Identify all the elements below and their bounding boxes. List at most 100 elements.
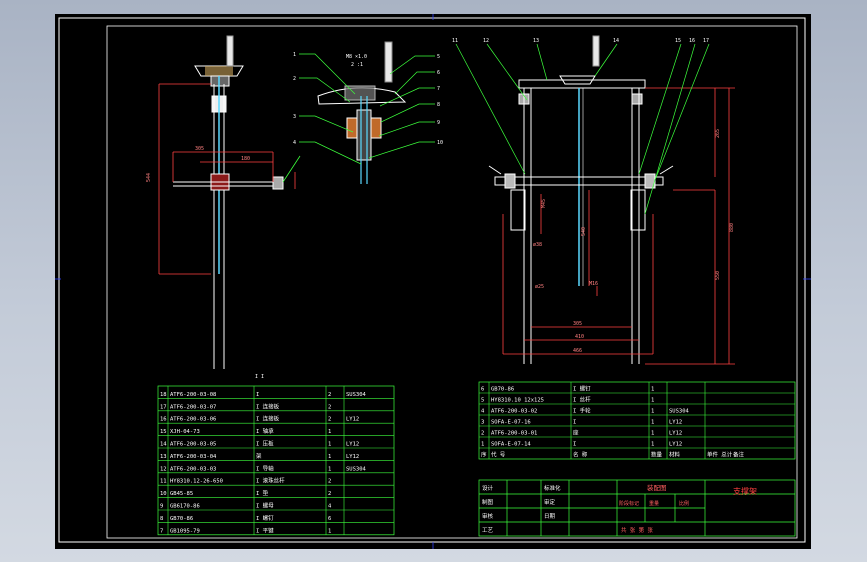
bom-right-cell-qty: 1 — [651, 420, 654, 426]
tb-approve-label: 审定 — [544, 498, 556, 506]
bom-left-cell-name: I — [256, 392, 259, 398]
bom-left-cell-no: 15 — [160, 429, 167, 435]
bom-right-header-cell: 材料 — [669, 451, 681, 459]
bom-left-cell-qty: 6 — [328, 516, 331, 522]
crank-handle-detail — [384, 41, 393, 83]
bom-left-cell-code: ATF6-200-03-05 — [170, 442, 216, 448]
bom-right-cell-code: ATF6-200-03-01 — [491, 431, 537, 437]
bom-right-header-cell: 名 称 — [573, 451, 588, 459]
bom-right-cell-no: 2 — [481, 431, 484, 437]
bom-right-cell-name: I 螺钉 — [573, 385, 591, 393]
bom-right-cell-no: 5 — [481, 398, 484, 404]
bom-left-cell-name: I 平键 — [256, 526, 274, 534]
bom-left-cell-mat: SUS304 — [346, 466, 367, 472]
bom-right-cell-name: I 丝杆 — [573, 396, 591, 404]
callout-5: 5 — [437, 54, 440, 60]
top-plate — [518, 79, 646, 89]
dim-265-text: 265 — [715, 129, 721, 138]
tb-weight-label: 重量 — [649, 500, 659, 507]
leader-11 — [455, 43, 526, 175]
bom-left-cell-no: 8 — [160, 516, 163, 522]
bom-right-cell-code: SOFA-E-07-14 — [491, 442, 531, 448]
bom-left-cell-qty: 2 — [328, 417, 331, 423]
dim-m16-text: M16 — [589, 281, 598, 287]
bom-left-cell-qty: 2 — [328, 491, 331, 497]
bom-right-cell-code: SOFA-E-07-16 — [491, 420, 531, 426]
bom-right-header-cell: 单件 总计 — [707, 451, 733, 459]
tb-checker-label: 审核 — [482, 512, 494, 520]
crank-handle-side — [592, 35, 600, 67]
bom-right-header-cell: 数量 — [651, 451, 663, 459]
callout-17: 17 — [703, 38, 709, 44]
bom-left-cell-code: ATF6-200-03-06 — [170, 417, 216, 423]
sleeve-detail — [356, 109, 372, 161]
handwheel-hub-front — [205, 66, 233, 76]
tb-scale-label: 比例 — [679, 500, 689, 507]
bom-left-cell-qty: 1 — [328, 466, 331, 472]
bom-left-cell-code: XJH-04-73 — [170, 429, 200, 435]
callout-16: 16 — [689, 38, 695, 44]
front-view: 305 180 544 I I — [146, 35, 301, 380]
bom-left-cell-qty: 1 — [328, 528, 331, 534]
callout-4: 4 — [293, 140, 296, 146]
bom-right-cell-qty: 1 — [651, 442, 654, 448]
drawing-title: 支撑架 — [733, 486, 757, 496]
detail-scale-label: 2 :1 — [351, 62, 363, 68]
callout-9: 9 — [437, 120, 440, 126]
bom-left-cell-qty: 2 — [328, 479, 331, 485]
leader-1 — [299, 53, 356, 95]
callout-2: 2 — [293, 76, 296, 82]
bom-left-cell-mat: LY12 — [346, 454, 359, 460]
callout-12: 12 — [483, 38, 489, 44]
bom-right-cell-qty: 1 — [651, 398, 654, 404]
sleeve-left — [510, 189, 526, 231]
bom-left-cell-no: 7 — [160, 528, 163, 534]
bom-right-cell-code: GB70-86 — [491, 387, 514, 393]
bom-left-cell-name: I 轴承 — [256, 427, 274, 435]
callout-3: 3 — [293, 114, 296, 120]
callout-7: 7 — [437, 86, 440, 92]
dim-305-side-text: 305 — [573, 321, 582, 327]
bom-left-cell-mat: SUS304 — [346, 392, 367, 398]
bom-right-header-cell: 备注 — [733, 451, 745, 459]
bom-left-cell-name: I 螺钉 — [256, 514, 274, 522]
bom-left-cell-no: 9 — [160, 504, 163, 510]
bom-right-cell-mat: LY12 — [669, 431, 682, 437]
bom-right-cell-name: 座 — [573, 429, 579, 437]
bom-right-cell-no: 3 — [481, 420, 484, 426]
side-view: 11 12 13 14 15 16 17 M45 ø38 ø25 540 305… — [452, 35, 735, 365]
bom-left-cell-code: GB45-85 — [170, 491, 193, 497]
callout-10: 10 — [437, 140, 443, 146]
detail-thread-label: M8 ×1.0 — [346, 54, 367, 60]
bom-right-cell-no: 1 — [481, 442, 484, 448]
dim-m45-text: M45 — [541, 199, 547, 208]
bearing-block-front — [210, 75, 230, 87]
callout-14: 14 — [613, 38, 619, 44]
bom-left-cell-qty: 1 — [328, 454, 331, 460]
tb-process-label: 工艺 — [482, 527, 494, 534]
dim-466-text: 466 — [573, 348, 582, 354]
bom-left-cell-no: 14 — [160, 442, 167, 448]
clamp-levers — [488, 165, 674, 175]
callout-15: 15 — [675, 38, 681, 44]
bom-left-cell-code: GB6170-86 — [170, 504, 200, 510]
crank-handle-front — [226, 35, 234, 67]
dim-d25: ø25 — [535, 284, 544, 290]
outer-border — [58, 17, 806, 543]
bom-right-header: 序代 号名 称数量材料单件 总计备注 — [481, 451, 745, 459]
bom-left-cell-no: 16 — [160, 417, 167, 423]
bom-left-cell-no: 12 — [160, 466, 167, 472]
drawing-sheet: 305 180 544 I I M8 ×1.0 2 :1 — [55, 14, 811, 549]
